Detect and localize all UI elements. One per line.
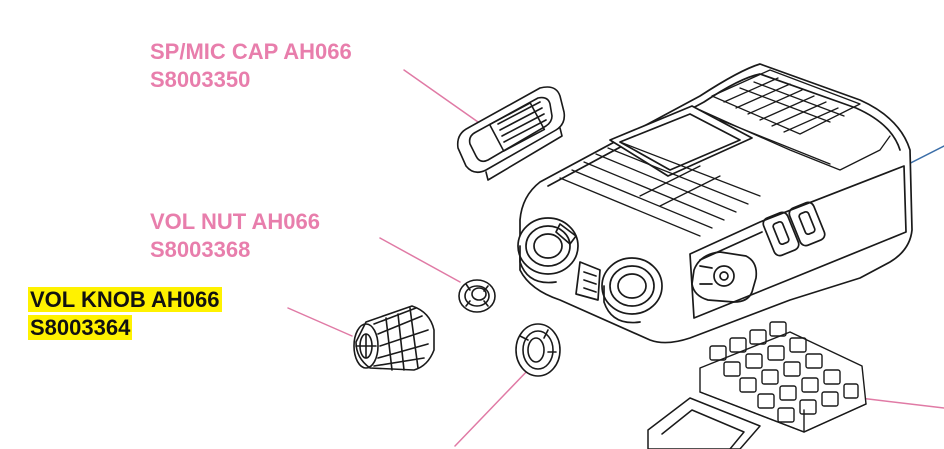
callout-line-ring: [454, 367, 531, 447]
vol-knob-part-number: S8003364: [28, 315, 133, 340]
accessory-jack: [691, 251, 758, 303]
label-vol-nut: VOL NUT AH066 S8003368: [150, 208, 320, 264]
lcd-window: [647, 397, 761, 449]
vol-nut-part-number: S8003368: [150, 237, 251, 262]
keypad-keys: [709, 321, 859, 423]
callout-line-keypad: [859, 397, 944, 409]
vol-knob-name: VOL KNOB AH066: [28, 287, 222, 312]
sp-mic-cap-name: SP/MIC CAP AH066: [150, 39, 352, 64]
callout-line-vol-knob: [287, 307, 353, 337]
ring-part: [515, 323, 561, 377]
sp-mic-cap-part-number: S8003350: [150, 67, 251, 92]
sp-mic-cap: [456, 86, 566, 181]
vol-knob: [353, 305, 435, 371]
callout-line-sp-mic-cap: [403, 69, 479, 123]
front-ridges: [559, 141, 761, 237]
vol-nut: [458, 279, 496, 313]
callout-line-vol-nut: [379, 237, 461, 283]
label-sp-mic-cap: SP/MIC CAP AH066 S8003350: [150, 38, 352, 94]
side-buttons: [762, 201, 826, 257]
keypad: [699, 321, 867, 433]
vol-nut-name: VOL NUT AH066: [150, 209, 320, 234]
label-vol-knob: VOL KNOB AH066 S8003364: [28, 286, 222, 342]
knob-bosses: [517, 217, 663, 324]
radio-body: [517, 63, 913, 344]
speaker-grille: [699, 69, 891, 171]
